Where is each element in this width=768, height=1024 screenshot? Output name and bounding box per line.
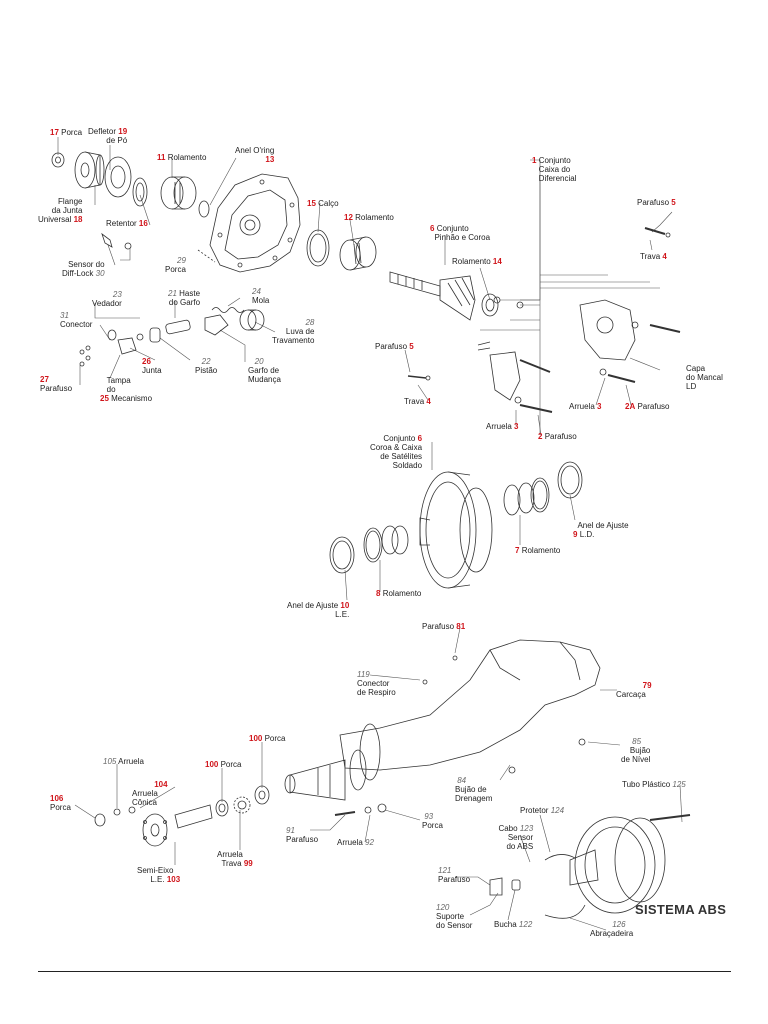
part-label-15: 15 Calço bbox=[307, 199, 339, 208]
flange-assembly bbox=[51, 151, 210, 250]
ring-gear-case bbox=[329, 461, 583, 589]
part-label-16: Retentor 16 bbox=[106, 219, 148, 228]
part-label-6-pinion: 6 Conjunto Pinhão e Coroa bbox=[430, 224, 491, 242]
part-label-17: 17 Porca bbox=[50, 128, 83, 137]
part-label-4-upper: Trava 4 bbox=[640, 252, 667, 261]
part-label-14: Rolamento 14 bbox=[452, 257, 502, 266]
part-label-99: Arruela Trava 99 bbox=[217, 850, 253, 868]
part-label-100-inner: 100 Porca bbox=[205, 760, 242, 769]
pinion-gear bbox=[389, 271, 499, 321]
part-label-125: Tubo Plástico 125 bbox=[622, 780, 686, 789]
axle-shaft-and-nuts bbox=[94, 785, 387, 847]
part-label-8: 8 Rolamento bbox=[376, 589, 422, 598]
part-label-2A: 2A Parafuso bbox=[625, 402, 670, 411]
axle-housing bbox=[284, 639, 601, 801]
diff-lock-shift-mechanism bbox=[79, 307, 265, 367]
part-label-124: Protetor 124 bbox=[520, 806, 565, 815]
shim-and-bearing bbox=[306, 229, 377, 271]
part-label-3-lower: Arruela 3 bbox=[486, 422, 519, 431]
bolt-lock-upper bbox=[644, 227, 671, 238]
part-label-1: 1 Conjunto Caixa do Diferencial bbox=[532, 156, 577, 183]
part-label-100-outer: 100 Porca bbox=[249, 734, 286, 743]
part-label-92: Arruela 92 bbox=[337, 838, 374, 847]
bearing-caps bbox=[477, 296, 681, 413]
abs-sensor-hub bbox=[489, 814, 691, 919]
leader-lines bbox=[57, 137, 683, 931]
abs-system-title: SISTEMA ABS bbox=[635, 902, 727, 917]
part-label-12: 12 Rolamento bbox=[344, 213, 394, 222]
part-label-122: Bucha 122 bbox=[494, 920, 533, 929]
bolt-lock-middle bbox=[407, 375, 431, 381]
part-label-10: Anel de Ajuste 10 L.E. bbox=[287, 601, 350, 619]
part-label-11: 11 Rolamento bbox=[157, 153, 207, 162]
part-label-7: 7 Rolamento bbox=[515, 546, 561, 555]
part-label-105: 105 Arruela bbox=[103, 757, 144, 766]
part-label-103: Semi-Eixo L.E. 103 bbox=[137, 866, 181, 884]
part-label-3-upper: Arruela 3 bbox=[569, 402, 602, 411]
part-label-81: Parafuso 81 bbox=[422, 622, 466, 631]
differential-carrier-housing bbox=[197, 173, 301, 273]
part-label-2: 2 Parafuso bbox=[538, 432, 577, 441]
footer-rule bbox=[38, 971, 731, 972]
part-label-5-upper: Parafuso 5 bbox=[637, 198, 676, 207]
part-label-4-middle: Trava 4 bbox=[404, 397, 431, 406]
part-label-5-middle: Parafuso 5 bbox=[375, 342, 414, 351]
